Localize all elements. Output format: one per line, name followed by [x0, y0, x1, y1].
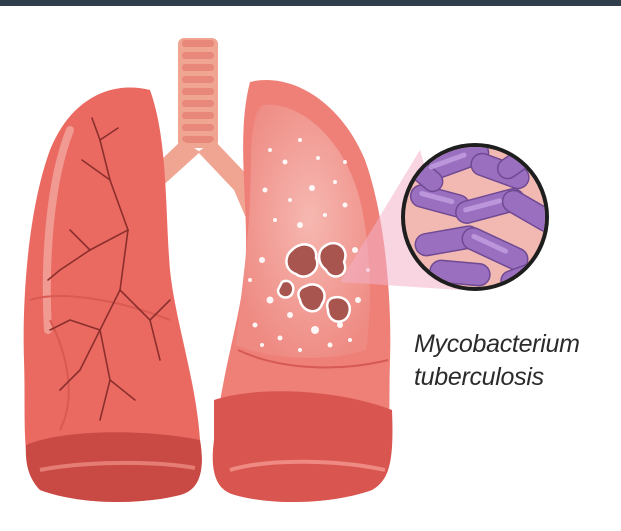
bacterium-label-line-1: Mycobacterium	[414, 330, 580, 359]
magnifier-icon	[403, 137, 561, 293]
bacterium-label-line-2: tuberculosis	[414, 363, 544, 392]
